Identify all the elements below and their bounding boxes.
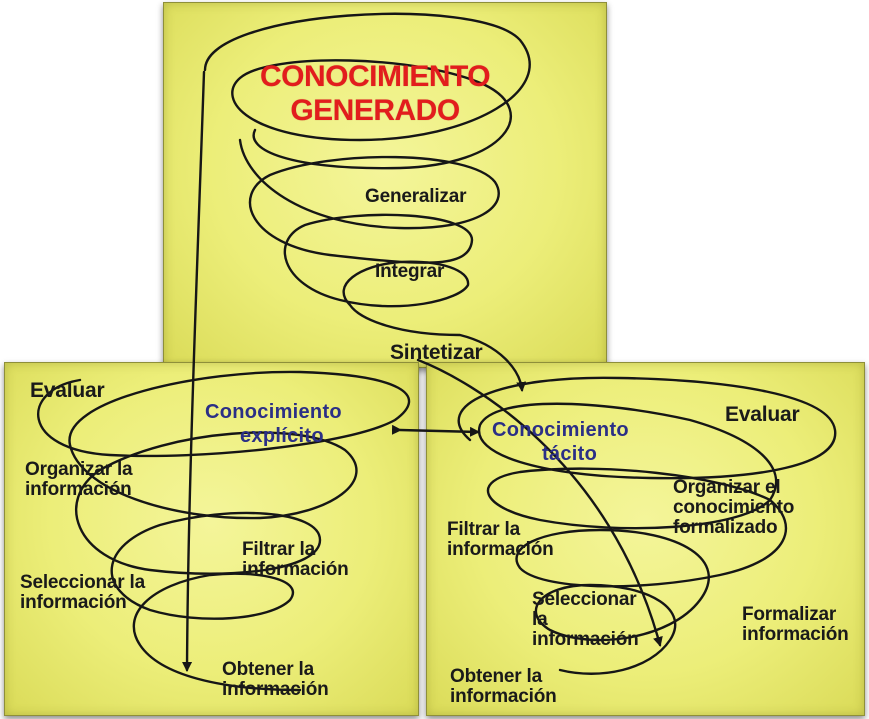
right-obtain-line-2: información — [450, 686, 557, 707]
left-obtain-line-2: información — [222, 679, 329, 700]
left-organize-line-2: información — [25, 479, 132, 500]
right-formalize-line-2: información — [742, 624, 849, 645]
left-obtain-line-1: Obtener la — [222, 659, 314, 680]
right-select-line-1: Seleccionar — [532, 589, 637, 610]
step-generalize: Generalizar — [365, 186, 467, 207]
left-evaluate-label: Evaluar — [30, 379, 105, 402]
step-synthesize: Sintetizar — [390, 341, 483, 364]
descending-line — [182, 70, 206, 672]
synthesis-line — [416, 358, 663, 647]
right-select-label: Seleccionar la información — [532, 590, 639, 650]
right-filter-line-1: Filtrar la — [447, 519, 520, 540]
left-filter-label: Filtrar la información — [242, 540, 349, 580]
left-organize-line-1: Organizar la — [25, 459, 133, 480]
right-select-line-3: información — [532, 629, 639, 650]
explicit-knowledge-line-1: Conocimiento — [205, 401, 342, 423]
explicit-knowledge-label: Conocimiento explícito — [205, 400, 342, 448]
title-line-1: CONOCIMIENTO — [260, 60, 491, 93]
explicit-knowledge-line-2: explícito — [240, 425, 324, 447]
right-obtain-line-1: Obtener la — [450, 666, 542, 687]
right-formalize-label: Formalizar información — [742, 605, 849, 645]
left-select-label: Seleccionar la información — [20, 573, 145, 613]
top-spiral — [203, 12, 530, 390]
right-organize-line-1: Organizar el — [673, 477, 781, 498]
knowledge-exchange-arrow — [391, 424, 480, 437]
left-spiral — [37, 370, 411, 692]
tacit-knowledge-label: Conocimiento tácito — [492, 418, 629, 466]
right-obtain-label: Obtener la información — [450, 667, 557, 707]
right-formalize-line-1: Formalizar — [742, 604, 837, 625]
right-select-line-2: la — [532, 609, 548, 630]
right-organize-label: Organizar el conocimiento formalizado — [673, 478, 794, 538]
right-spiral — [457, 376, 837, 675]
left-obtain-label: Obtener la información — [222, 660, 329, 700]
right-organize-line-3: formalizado — [673, 517, 778, 538]
left-filter-line-1: Filtrar la — [242, 539, 315, 560]
explicit-knowledge-panel — [4, 362, 419, 716]
left-select-line-2: información — [20, 592, 127, 613]
left-filter-line-2: información — [242, 559, 349, 580]
right-organize-line-2: conocimiento — [673, 497, 795, 518]
tacit-knowledge-line-2: tácito — [542, 443, 598, 465]
generated-knowledge-title: CONOCIMIENTO GENERADO — [260, 60, 491, 128]
right-filter-line-2: información — [447, 539, 554, 560]
title-line-2: GENERADO — [290, 94, 460, 127]
left-organize-label: Organizar la información — [25, 459, 133, 500]
tacit-knowledge-line-1: Conocimiento — [492, 419, 629, 441]
left-select-line-1: Seleccionar la — [20, 572, 145, 593]
step-integrate: Integrar — [375, 261, 445, 282]
tacit-knowledge-panel — [426, 362, 865, 716]
right-evaluate-label: Evaluar — [725, 403, 800, 426]
right-filter-label: Filtrar la información — [447, 520, 554, 560]
